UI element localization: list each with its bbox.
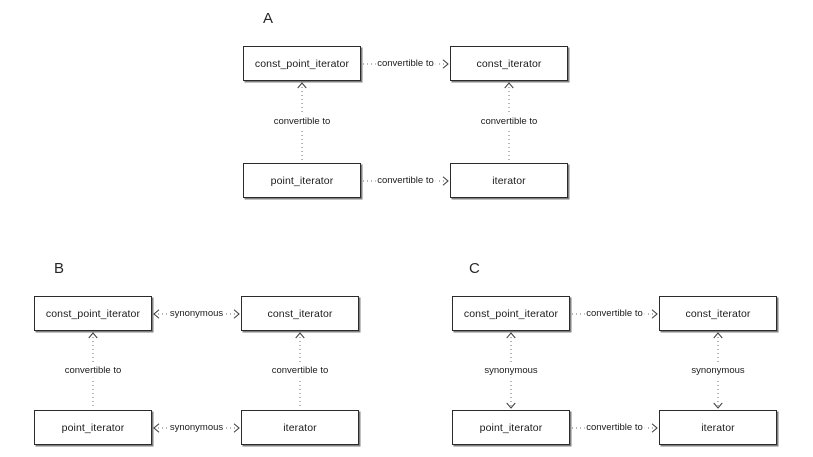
node-label: const_point_iterator (254, 57, 350, 70)
edge-label-b-const_point_iterator-const_iterator: synonymous (167, 307, 226, 319)
edge-label-a-const_iterator-const_point_iterator: convertible to (375, 57, 436, 69)
edge-label-a-iterator-point_iterator: convertible to (375, 174, 436, 186)
edge-c-const_iterator-iterator (713, 332, 723, 409)
edge-label-c-const_point_iterator-point_iterator: synonymous (481, 363, 541, 378)
panel-label-b: B (54, 260, 65, 277)
node-label: iterator (492, 174, 526, 187)
edge-b-const_point_iterator-const_iterator (153, 308, 240, 319)
edge-b-iterator-const_iterator (295, 332, 305, 408)
edge-a-iterator-const_iterator (504, 82, 514, 161)
node-b-const_iterator: const_iterator (241, 296, 359, 331)
node-a-const_iterator: const_iterator (450, 46, 568, 81)
node-a-point_iterator: point_iterator (243, 163, 361, 198)
node-label: iterator (701, 421, 735, 434)
edge-a-const_iterator-const_point_iterator (363, 58, 449, 69)
panel-label-c: C (469, 260, 481, 277)
edge-label-a-point_iterator-const_point_iterator: convertible to (270, 114, 334, 130)
node-c-const_point_iterator: const_point_iterator (452, 296, 570, 331)
edge-label-c-iterator-point_iterator: convertible to (584, 421, 645, 433)
edge-a-point_iterator-const_point_iterator (297, 82, 307, 161)
node-c-iterator: iterator (659, 410, 777, 445)
node-label: const_iterator (476, 57, 542, 70)
node-label: point_iterator (479, 421, 543, 434)
edge-a-iterator-point_iterator (363, 175, 449, 186)
edge-label-c-const_iterator-const_point_iterator: convertible to (584, 307, 645, 319)
node-a-const_point_iterator: const_point_iterator (243, 46, 361, 81)
node-label: point_iterator (61, 421, 125, 434)
node-label: const_point_iterator (463, 307, 559, 320)
edge-b-point_iterator-const_point_iterator (88, 332, 98, 408)
edge-c-const_point_iterator-point_iterator (506, 332, 516, 409)
node-label: const_point_iterator (45, 307, 141, 320)
node-label: point_iterator (270, 174, 334, 187)
node-label: const_iterator (267, 307, 333, 320)
node-c-const_iterator: const_iterator (659, 296, 777, 331)
node-b-point_iterator: point_iterator (34, 410, 152, 445)
edge-c-iterator-point_iterator (572, 422, 658, 433)
node-c-point_iterator: point_iterator (452, 410, 570, 445)
edge-label-b-point_iterator-const_point_iterator: convertible to (61, 363, 125, 378)
edge-label-c-const_iterator-iterator: synonymous (688, 363, 748, 378)
edge-c-const_iterator-const_point_iterator (572, 308, 658, 319)
edge-label-b-point_iterator-iterator: synonymous (167, 421, 226, 433)
edge-label-b-iterator-const_iterator: convertible to (268, 363, 332, 378)
node-label: iterator (283, 421, 317, 434)
node-b-const_point_iterator: const_point_iterator (34, 296, 152, 331)
edge-b-point_iterator-iterator (153, 422, 240, 433)
node-b-iterator: iterator (241, 410, 359, 445)
panel-label-a: A (263, 10, 274, 27)
node-label: const_iterator (685, 307, 751, 320)
node-a-iterator: iterator (450, 163, 568, 198)
edge-label-a-iterator-const_iterator: convertible to (477, 114, 541, 130)
